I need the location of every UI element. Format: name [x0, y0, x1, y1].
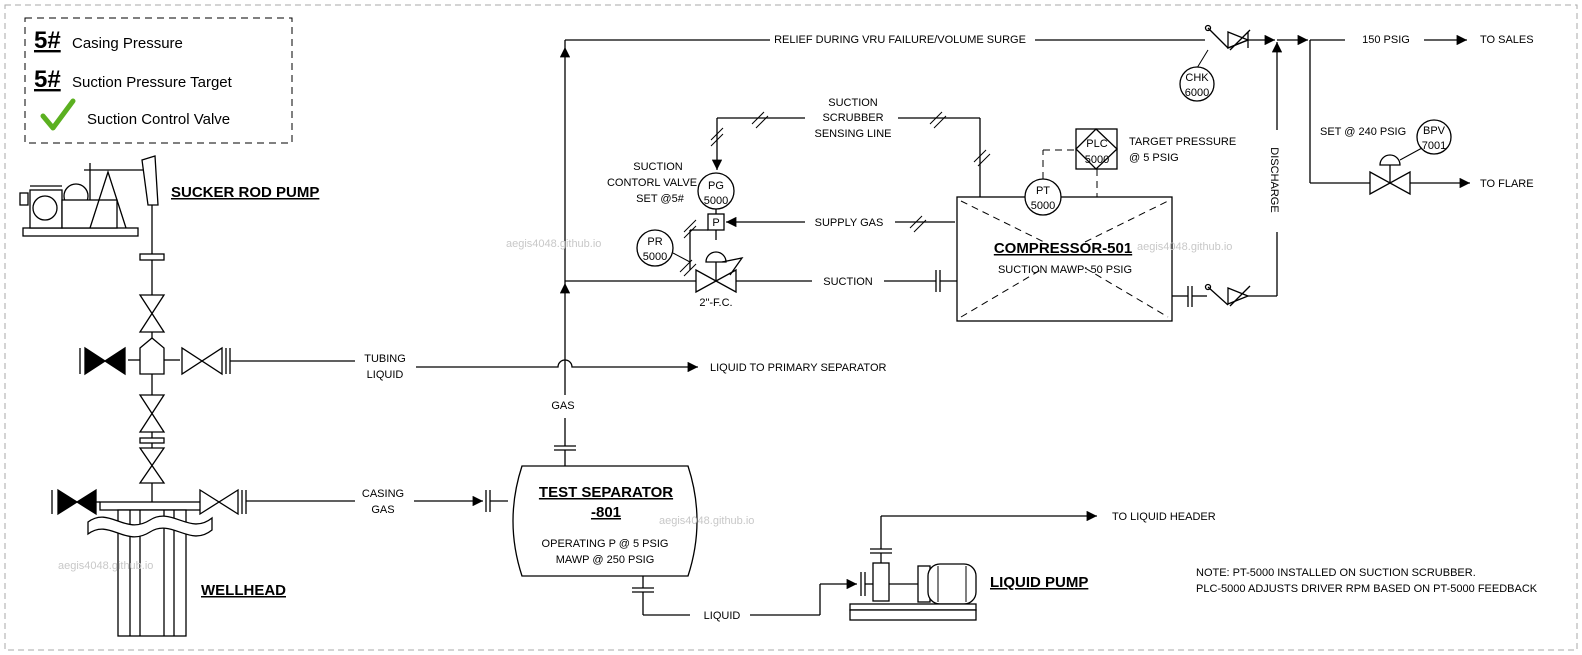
pr-num: 5000 — [643, 251, 667, 263]
relief-label: RELIEF DURING VRU FAILURE/VOLUME SURGE — [774, 34, 1026, 46]
target-pressure-1: TARGET PRESSURE — [1129, 136, 1236, 148]
legend: 5# Casing Pressure 5# Suction Pressure T… — [24, 17, 293, 144]
page-border — [4, 4, 1578, 651]
p-box-label: P — [712, 217, 719, 229]
bpv-7001-instrument — [1416, 119, 1452, 155]
watermark: aegis4048.github.io — [659, 515, 754, 527]
to-liquid-header-label: TO LIQUID HEADER — [1112, 511, 1216, 523]
suction-label: SUCTION — [823, 276, 873, 288]
legend-scv-label: Suction Control Valve — [87, 111, 230, 128]
valve-icon — [138, 294, 166, 333]
sucker-rod-pump-label: SUCKER ROD PUMP — [171, 184, 319, 201]
scv-label-3: SET @5# — [636, 193, 685, 205]
plc-5000-instrument — [1075, 128, 1118, 170]
pg-tag: PG — [708, 180, 724, 192]
chk-tag: CHK — [1185, 72, 1209, 84]
sucker-rod-pump-icon — [19, 155, 159, 237]
valve-icon — [199, 488, 239, 516]
tubing-label-1: TUBING — [364, 353, 406, 365]
liquid-pump-icon — [849, 516, 977, 621]
casing-label-2: GAS — [371, 504, 394, 516]
test-separator-mawp: MAWP @ 250 PSIG — [556, 554, 655, 566]
legend-suction-label: Suction Pressure Target — [72, 74, 233, 91]
bpv-tag: BPV — [1423, 125, 1446, 137]
scv-label-1: SUCTION — [633, 161, 683, 173]
pt-num: 5000 — [1031, 200, 1055, 212]
tubing-label-2: LIQUID — [367, 369, 404, 381]
liquid-label: LIQUID — [704, 610, 741, 622]
watermark: aegis4048.github.io — [1137, 241, 1232, 253]
target-pressure-2: @ 5 PSIG — [1129, 152, 1179, 164]
discharge-label: DISCHARGE — [1268, 147, 1280, 212]
legend-suction-symbol: 5# — [34, 66, 61, 93]
valve-closed-icon — [57, 488, 97, 516]
pg-num: 5000 — [704, 195, 728, 207]
psig150-label: 150 PSIG — [1362, 34, 1410, 46]
test-separator-op: OPERATING P @ 5 PSIG — [542, 538, 669, 550]
legend-casing-symbol: 5# — [34, 27, 61, 54]
test-separator-title-1: TEST SEPARATOR — [539, 484, 673, 501]
valve-icon — [181, 346, 223, 376]
note-line-2: PLC-5000 ADJUSTS DRIVER RPM BASED ON PT-… — [1196, 583, 1538, 595]
valve-icon — [138, 447, 166, 484]
to-flare-label: TO FLARE — [1480, 178, 1534, 190]
compressor-title: COMPRESSOR-501 — [994, 240, 1132, 257]
test-separator-vessel — [512, 465, 698, 577]
compressor-box — [956, 196, 1173, 322]
to-sales-label: TO SALES — [1480, 34, 1534, 46]
test-separator-title-2: -801 — [591, 504, 621, 521]
check-icon — [40, 98, 76, 131]
wellhead-label: WELLHEAD — [201, 582, 286, 599]
note-line-1: NOTE: PT-5000 INSTALLED ON SUCTION SCRUB… — [1196, 567, 1476, 579]
supply-gas-label: SUPPLY GAS — [815, 217, 884, 229]
liquid-pump-label: LIQUID PUMP — [990, 574, 1088, 591]
suction-control-valve-icon — [695, 251, 744, 294]
pr-tag: PR — [647, 236, 662, 248]
chk-num: 6000 — [1185, 87, 1209, 99]
scrubber-label-1: SUCTION — [828, 97, 878, 109]
scv-label-2: CONTORL VALVE — [607, 177, 697, 189]
valve-icon — [138, 394, 166, 433]
scrubber-label-2: SCRUBBER — [822, 112, 883, 124]
tee-icon — [139, 337, 165, 375]
bpv-num: 7001 — [1422, 140, 1446, 152]
legend-casing-label: Casing Pressure — [72, 35, 183, 52]
chk-6000-instrument — [1179, 66, 1215, 102]
liquid-to-primary-label: LIQUID TO PRIMARY SEPARATOR — [710, 362, 887, 374]
casing-label-1: CASING — [362, 488, 404, 500]
check-valve-icon — [1204, 24, 1251, 51]
valve-size-label: 2"-F.C. — [699, 297, 732, 309]
compressor-mawp: SUCTION MAWP: 50 PSIG — [998, 264, 1132, 276]
wellhead-stack — [51, 205, 247, 637]
pr-5000-instrument — [636, 229, 674, 267]
pt-tag: PT — [1036, 185, 1050, 197]
valve-closed-icon — [84, 346, 126, 376]
plc-tag: PLC — [1086, 138, 1107, 150]
set240-label: SET @ 240 PSIG — [1320, 126, 1406, 138]
check-valve-icon — [1204, 283, 1251, 307]
scrubber-label-3: SENSING LINE — [814, 128, 891, 140]
watermark: aegis4048.github.io — [506, 238, 601, 250]
watermark: aegis4048.github.io — [58, 560, 153, 572]
plc-num: 5000 — [1085, 154, 1109, 166]
gas-label: GAS — [551, 400, 574, 412]
